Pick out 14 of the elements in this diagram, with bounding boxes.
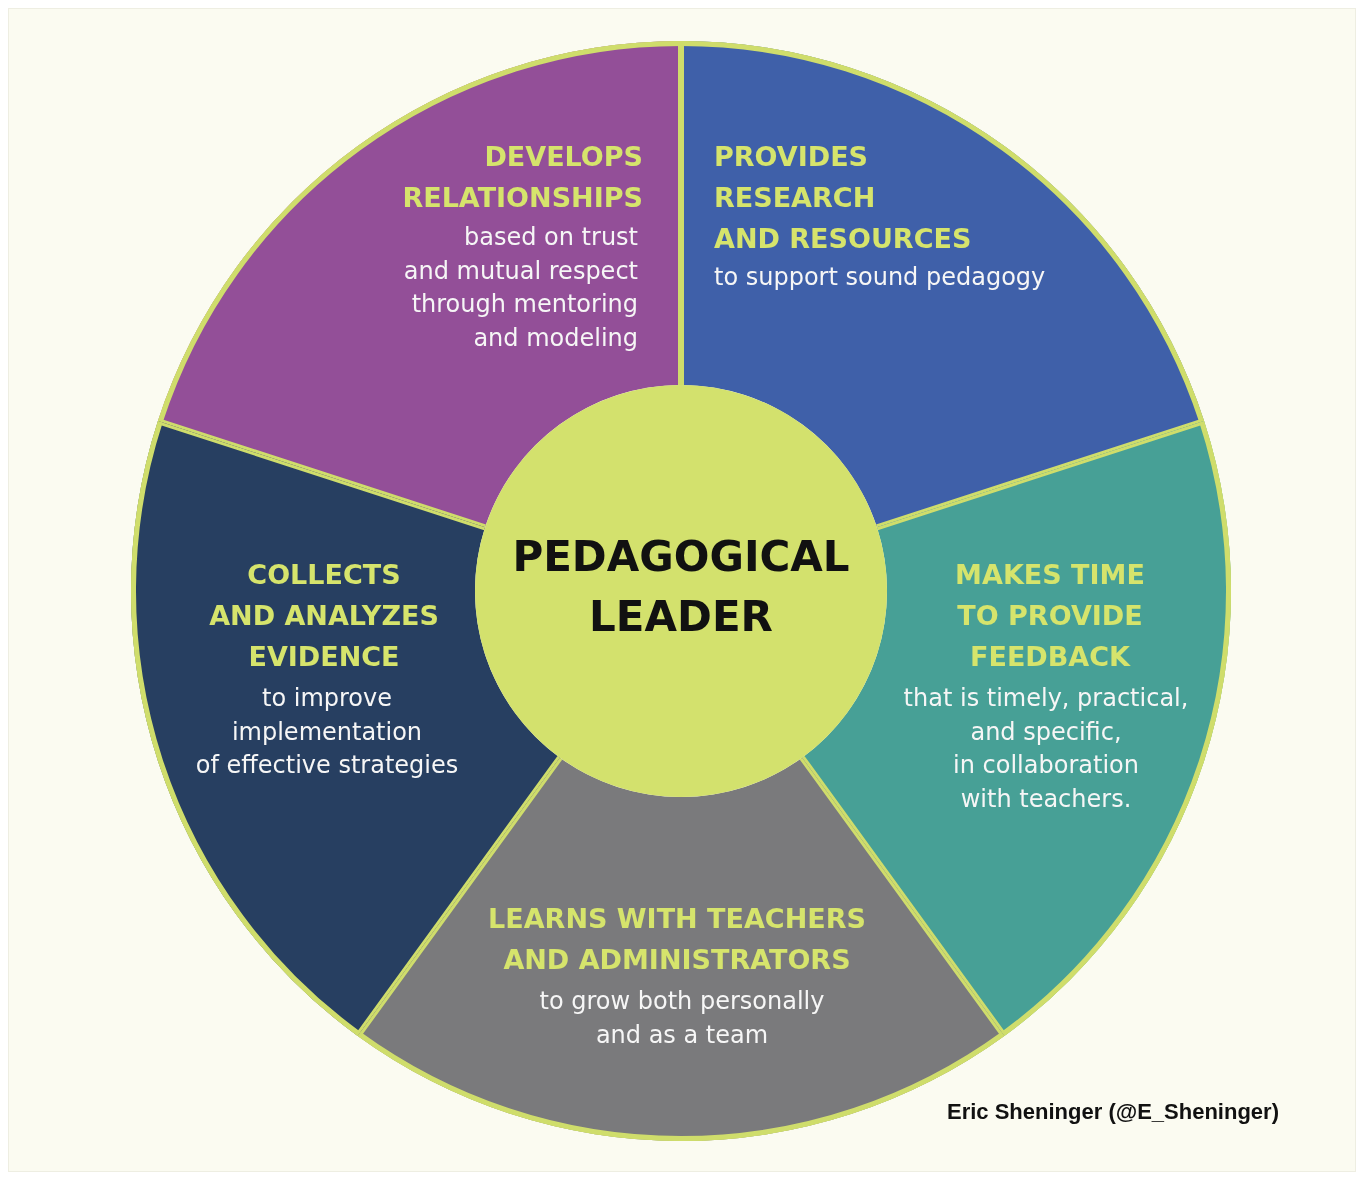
segment-description: to support sound pedagogy: [714, 262, 1046, 293]
segment-heading: LEARNS WITH TEACHERS AND ADMINISTRATORS: [488, 902, 866, 977]
segment-heading: COLLECTS AND ANALYZES EVIDENCE: [209, 558, 439, 674]
segment-description: based on trust and mutual respect through mentoring and modeling: [403, 222, 638, 355]
segment-description: that is timely, practical, and specific, in collaboration with teachers.: [903, 683, 1189, 816]
author-credit: Eric Sheninger (@E_Sheninger): [947, 1099, 1279, 1125]
ring-segment: [680, 41, 1205, 528]
segment-description: to improve implementation of effective strategies: [195, 683, 459, 782]
segment-heading: MAKES TIME TO PROVIDE FEEDBACK: [955, 558, 1145, 674]
segment-heading: DEVELOPS RELATIONSHIPS: [402, 140, 643, 215]
segment-description: to grow both personally and as a team: [539, 986, 825, 1051]
segment-heading: PROVIDES RESEARCH AND RESOURCES: [714, 140, 972, 256]
center-title: PEDAGOGICAL LEADER: [512, 531, 850, 643]
ring-segment: [157, 41, 681, 528]
